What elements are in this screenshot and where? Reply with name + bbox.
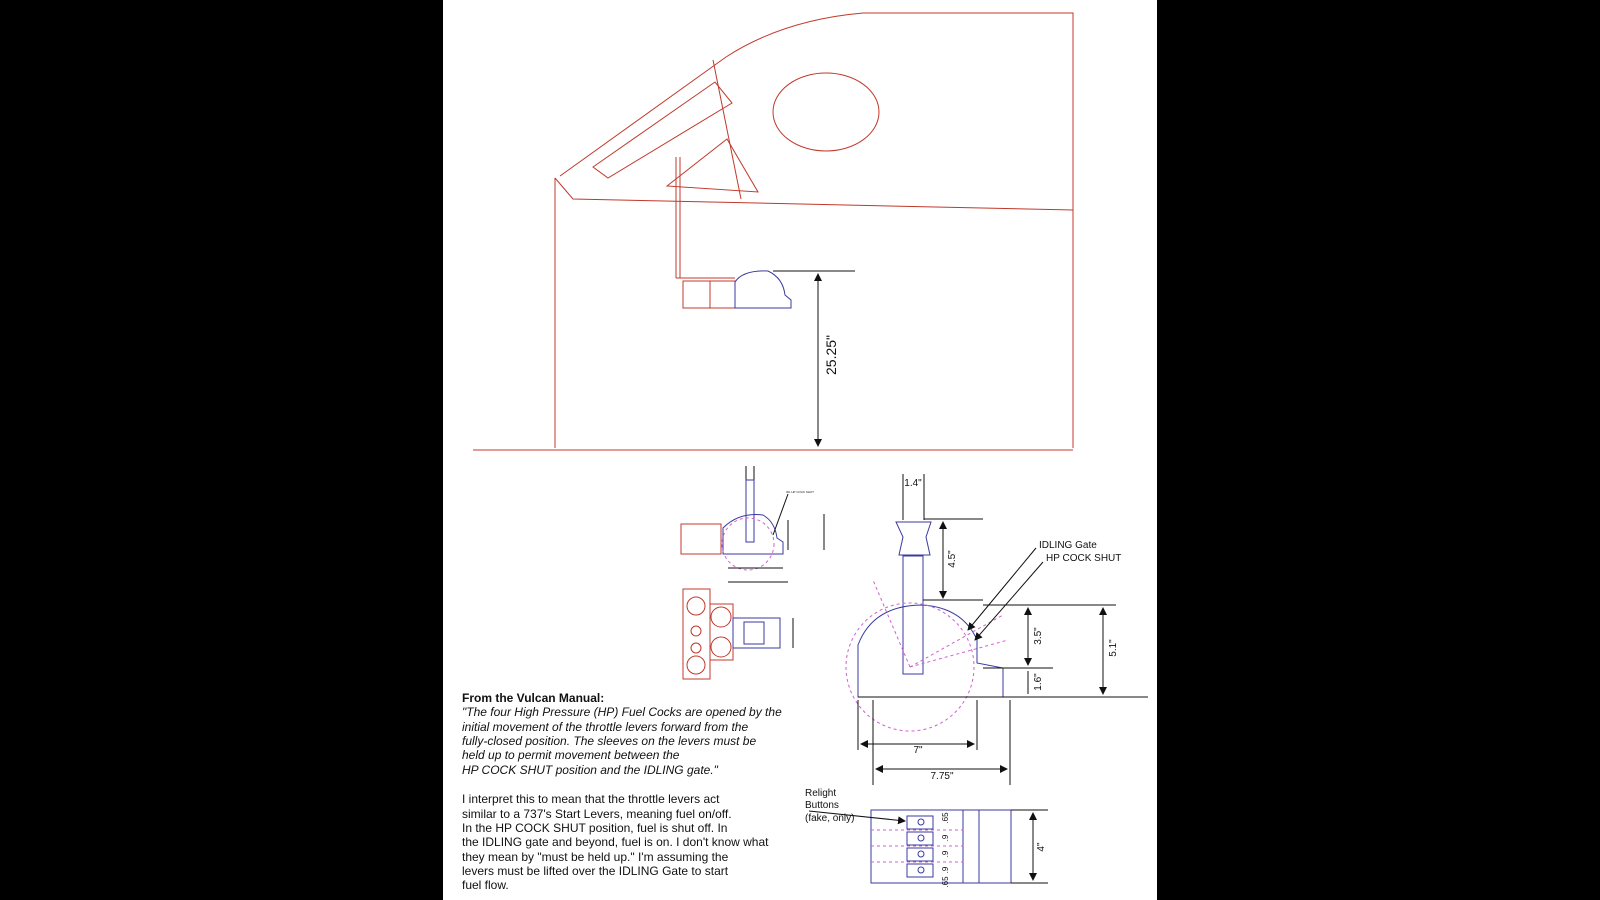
spacing-2: .9	[941, 850, 950, 857]
relight-label-2: Buttons	[805, 800, 839, 811]
label-idling-gate: IDLING Gate	[1039, 540, 1097, 551]
manual-heading: From the Vulcan Manual:	[462, 691, 604, 705]
note-line: I interpret this to mean that the thrott…	[462, 792, 720, 806]
porthole	[772, 72, 880, 152]
dim-seat-height: 25.25"	[823, 335, 839, 375]
spacing-1: .9	[941, 834, 950, 841]
relight-label-3: (fake, only)	[805, 813, 854, 824]
quote-line: held up to permit movement between the	[462, 748, 680, 762]
quote-line: initial movement of the throttle levers …	[462, 720, 748, 734]
dim-gate-lower: 1.6"	[1033, 673, 1044, 691]
svg-text:IDL HP COCK SHUT: IDL HP COCK SHUT	[786, 490, 814, 494]
note-line: In the HP COCK SHUT position, fuel is sh…	[462, 821, 727, 835]
relight-panel: Relight Buttons (fake, only) .65 .9 .9 .…	[805, 788, 1048, 888]
relight-button-1	[906, 815, 934, 830]
relight-button-3	[906, 847, 934, 862]
spacing-bottom: .65	[941, 876, 950, 888]
large-throttle-view	[845, 474, 1009, 732]
note-line: levers must be lifted over the IDLING Ga…	[462, 864, 729, 878]
quote-line: "The four High Pressure (HP) Fuel Cocks …	[462, 705, 782, 719]
throttle-quadrant-side	[682, 270, 792, 309]
label-hp-cock-shut: HP COCK SHUT	[1046, 553, 1121, 564]
spacing-3: .9	[941, 866, 950, 873]
dim-panel-height: 4"	[1036, 842, 1047, 852]
large-view-dimensions: 1.4" 4.5" 3.5" 1.6" 5.1" 7" 7.75" IDLING…	[857, 478, 1148, 785]
note-line: they mean by "must be held up." I'm assu…	[462, 850, 729, 864]
technical-drawing: 25.25" IDL HP COCK SHUT	[462, 12, 1148, 892]
cockpit-outline	[473, 12, 1074, 451]
dimension-seat-height: 25.25"	[773, 270, 855, 447]
relight-label-1: Relight	[805, 788, 836, 799]
dim-total-height: 5.1"	[1108, 639, 1119, 657]
dim-base-7: 7"	[913, 745, 923, 756]
note-line: the IDLING gate and beyond, fuel is on. …	[462, 835, 769, 849]
relight-button-4	[906, 863, 934, 878]
dim-gate-upper: 3.5"	[1033, 627, 1044, 645]
relight-button-2	[906, 831, 934, 846]
note-line: similar to a 737's Start Levers, meaning…	[462, 807, 732, 821]
quote-line: fully-closed position. The sleeves on th…	[462, 734, 756, 748]
spacing-top: .65	[941, 812, 950, 824]
dim-lever-top: 4.5"	[947, 550, 958, 568]
small-detail-view: IDL HP COCK SHUT	[680, 466, 825, 583]
dim-lever-width: 1.4"	[904, 478, 922, 489]
small-panel-view	[682, 588, 794, 680]
drawing-sheet: 25.25" IDL HP COCK SHUT	[443, 0, 1157, 900]
dim-base-775: 7.75"	[930, 771, 953, 782]
quote-line: HP COCK SHUT position and the IDLING gat…	[462, 763, 719, 777]
note-line: fuel flow.	[462, 878, 509, 892]
manual-text-block: From the Vulcan Manual: "The four High P…	[462, 691, 782, 892]
